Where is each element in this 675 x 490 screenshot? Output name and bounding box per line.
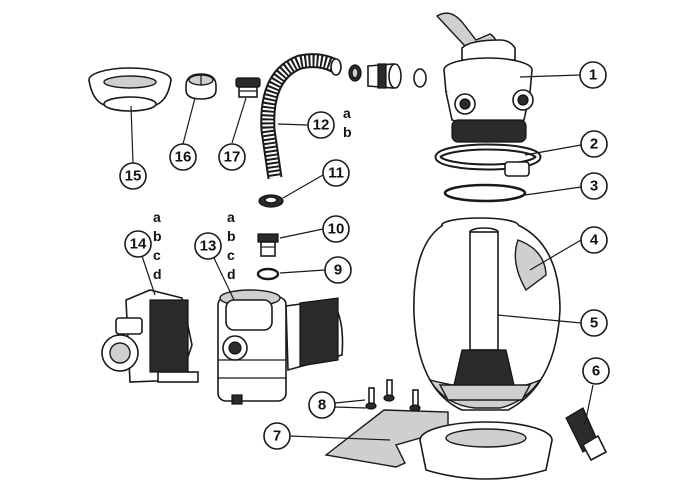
drain-plug xyxy=(565,407,608,462)
filter-base xyxy=(324,409,553,480)
callout-3: 3 xyxy=(580,172,608,200)
callout-14: 14 xyxy=(124,230,152,258)
callout-7-label: 7 xyxy=(273,428,281,445)
pump-with-strainer xyxy=(217,289,344,405)
callout-1-label: 1 xyxy=(589,67,597,84)
callout-1: 1 xyxy=(579,61,607,89)
callout-13-label: 13 xyxy=(200,238,217,255)
pump xyxy=(101,289,199,383)
variant-13c: c xyxy=(227,247,235,263)
callout-2: 2 xyxy=(580,130,608,158)
variant-13d: d xyxy=(227,266,236,282)
variant-14d: d xyxy=(153,266,162,282)
callout-14-label: 14 xyxy=(130,236,147,253)
callout-16: 16 xyxy=(169,143,197,171)
callout-4-label: 4 xyxy=(590,232,599,249)
drain-cap xyxy=(185,73,217,100)
callout-15: 15 xyxy=(119,162,147,190)
callout-6: 6 xyxy=(582,357,610,385)
callout-16-label: 16 xyxy=(175,149,192,166)
variant-labels-13: a b c d xyxy=(227,209,236,282)
variant-labels-14: a b c d xyxy=(153,209,162,282)
multiport-valve xyxy=(435,12,534,143)
variant-13a: a xyxy=(227,209,235,225)
callout-4: 4 xyxy=(580,226,608,254)
callout-8: 8 xyxy=(308,391,336,419)
valve-fittings xyxy=(348,63,427,89)
callout-9-label: 9 xyxy=(334,262,342,279)
variant-12a: a xyxy=(343,105,351,121)
callout-2-label: 2 xyxy=(590,136,598,153)
corrugated-hose xyxy=(260,53,342,180)
callout-12: 12 xyxy=(307,111,335,139)
valve-clamp xyxy=(434,143,542,177)
callout-5: 5 xyxy=(580,309,608,337)
base-bolts xyxy=(365,379,421,412)
leader-lines xyxy=(130,74,594,441)
callout-17: 17 xyxy=(218,143,246,171)
callout-13: 13 xyxy=(194,232,222,260)
strainer-basket xyxy=(88,67,172,112)
hose-clamp-nut xyxy=(258,194,284,208)
connector-o-ring xyxy=(256,267,280,281)
callout-15-label: 15 xyxy=(125,168,142,185)
variant-13b: b xyxy=(227,228,236,244)
variant-labels-12: a b xyxy=(343,105,352,140)
callout-10: 10 xyxy=(322,215,350,243)
callout-6-label: 6 xyxy=(592,363,600,380)
variant-14c: c xyxy=(153,247,161,263)
hose-adapter xyxy=(235,77,261,98)
lateral-assembly xyxy=(438,227,532,401)
callout-3-label: 3 xyxy=(590,178,598,195)
callout-11: 11 xyxy=(322,159,350,187)
variant-12b: b xyxy=(343,124,352,140)
callout-12-label: 12 xyxy=(313,117,330,134)
hose-connector xyxy=(257,233,279,257)
callout-10-label: 10 xyxy=(328,221,345,238)
tank-o-ring xyxy=(443,183,527,203)
callout-11-label: 11 xyxy=(328,165,344,182)
variant-14b: b xyxy=(153,228,162,244)
callout-5-label: 5 xyxy=(590,315,598,332)
callout-17-label: 17 xyxy=(224,149,241,166)
callout-9: 9 xyxy=(324,256,352,284)
variant-14a: a xyxy=(153,209,161,225)
callout-7: 7 xyxy=(263,422,291,450)
callout-8-label: 8 xyxy=(318,397,326,414)
